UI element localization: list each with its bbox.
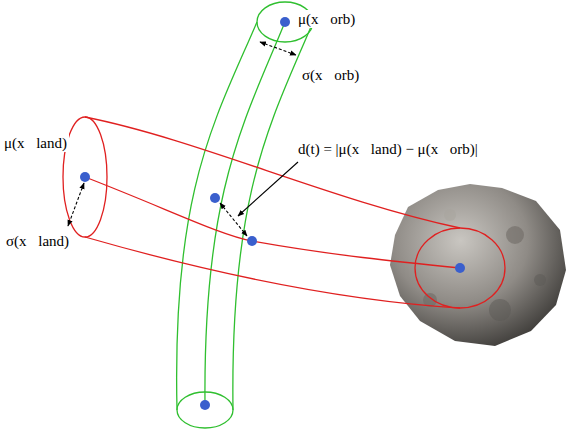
dashed-measure <box>68 42 296 236</box>
mean-dot <box>80 17 465 410</box>
landing-tube <box>63 117 505 308</box>
orbit-tube <box>177 2 313 428</box>
distance-label: d(t) = |μ(x⃗land) − μ(x⃗orb)| <box>296 140 480 158</box>
sigma-label: σ(x⃗land) <box>4 232 71 250</box>
mean-label: μ(x⃗land) <box>2 134 69 152</box>
sigma-label: σ(x⃗orb) <box>300 66 361 84</box>
mean-label: μ(x⃗orb) <box>296 10 357 28</box>
asteroid <box>390 184 566 346</box>
leader-line <box>238 162 298 216</box>
